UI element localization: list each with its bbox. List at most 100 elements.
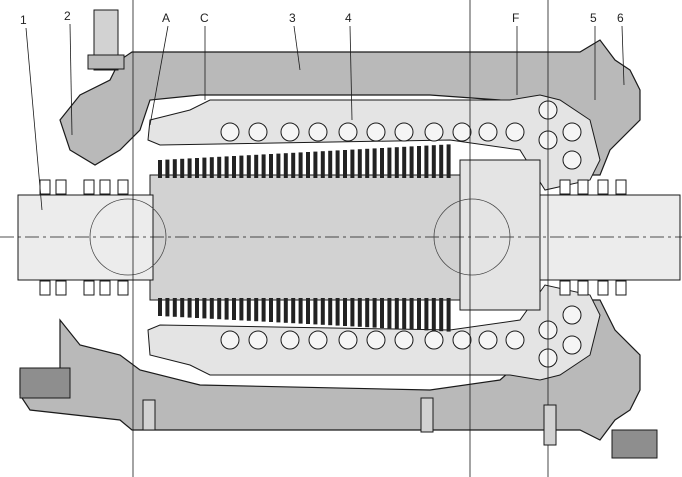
blade-lower (158, 298, 162, 316)
bearing-ring-upper (99, 179, 111, 195)
channel-circle (505, 122, 525, 142)
blade-upper (291, 152, 296, 178)
channel-circle (452, 122, 472, 142)
bearing-ring-lower (597, 280, 609, 296)
blade-upper (424, 145, 429, 178)
channel-circle (220, 122, 240, 142)
bearing-ring-upper (615, 179, 627, 195)
blade-lower (202, 298, 207, 319)
channel-circle (424, 330, 444, 350)
blade-lower (365, 298, 370, 328)
blade-lower (394, 298, 399, 329)
inlet-pipe-flange (87, 54, 125, 70)
blade-upper (335, 150, 340, 178)
blade-lower (446, 298, 451, 332)
blade-lower (372, 298, 377, 328)
blade-lower (320, 298, 325, 325)
blade-lower (254, 298, 259, 322)
shaft-left (17, 194, 154, 281)
channel-circle (562, 122, 582, 142)
blade-lower (291, 298, 296, 324)
blade-upper (306, 152, 310, 178)
channel-circle (308, 122, 328, 142)
blade-lower (261, 298, 266, 322)
channel-circle (220, 330, 240, 350)
blade-upper (313, 151, 318, 178)
bearing-ring-lower (559, 280, 571, 296)
blade-upper (165, 159, 170, 178)
bearing-ring-upper (83, 179, 95, 195)
blade-carrier-upper (147, 94, 601, 191)
blade-upper (387, 147, 392, 178)
bearing-ring-upper (39, 179, 51, 195)
shaft-right (539, 194, 681, 281)
bearing-ring-upper (577, 179, 589, 195)
bearing-ring-upper (559, 179, 571, 195)
blade-upper (446, 144, 451, 178)
label-5: 5 (590, 11, 597, 25)
channel-circle (394, 122, 414, 142)
channel-circle (424, 122, 444, 142)
channel-circle (248, 330, 268, 350)
blade-lower (350, 298, 355, 327)
foot-left (19, 367, 71, 399)
blade-lower (380, 298, 384, 328)
blade-upper (239, 155, 244, 178)
leader-1 (25, 27, 43, 211)
blade-upper (232, 156, 236, 178)
bearing-ring-lower (99, 280, 111, 296)
bolts (142, 397, 557, 446)
blade-lower (328, 298, 333, 326)
rotor (0, 159, 682, 311)
rotor-circle-left (89, 198, 167, 276)
blade-upper (202, 157, 207, 178)
channel-circle (338, 330, 358, 350)
lower-casing (19, 299, 641, 441)
label-A: A (162, 11, 170, 25)
blade-lower (232, 298, 236, 320)
blade-lower (209, 298, 214, 319)
blade-lower (276, 298, 281, 323)
blade-upper (298, 152, 303, 178)
blade-upper (158, 160, 162, 178)
blade-lower (246, 298, 251, 321)
blade-lower (424, 298, 429, 331)
rotor-drum (149, 174, 461, 301)
blade-upper (224, 156, 229, 178)
leader-3 (293, 25, 301, 71)
channel-circle (248, 122, 268, 142)
blade-lower (387, 298, 392, 329)
blade-upper (380, 148, 384, 178)
blade-upper (217, 156, 222, 178)
blade-upper (276, 153, 281, 178)
blade-lower (269, 298, 273, 322)
channel-circle (280, 330, 300, 350)
bearing-ring-upper (597, 179, 609, 195)
blade-upper (431, 145, 436, 178)
blade-lower (224, 298, 229, 320)
blade-upper (372, 148, 377, 178)
blade-lower (402, 298, 407, 330)
blade-lower (187, 298, 192, 318)
channel-circles-upper (220, 100, 582, 170)
bearing-ring-upper (55, 179, 67, 195)
bearing-ring-lower (39, 280, 51, 296)
blade-lower (239, 298, 244, 321)
bearing-rings (39, 179, 627, 296)
rotor-balance-piston (459, 159, 541, 311)
channel-circle (562, 335, 582, 355)
blade-upper (343, 150, 347, 178)
leader-4 (349, 25, 353, 121)
bearing-ring-lower (83, 280, 95, 296)
blade-lower (283, 298, 288, 323)
blade-upper (357, 149, 362, 178)
blade-lower (298, 298, 303, 324)
reference-lines (132, 0, 549, 477)
blade-upper (402, 146, 407, 178)
blade-upper (187, 158, 192, 178)
channel-circle (366, 330, 386, 350)
channel-circle (478, 122, 498, 142)
blade-lower (165, 298, 170, 317)
rotor-circle-right (433, 198, 511, 276)
leader-A (149, 25, 169, 126)
